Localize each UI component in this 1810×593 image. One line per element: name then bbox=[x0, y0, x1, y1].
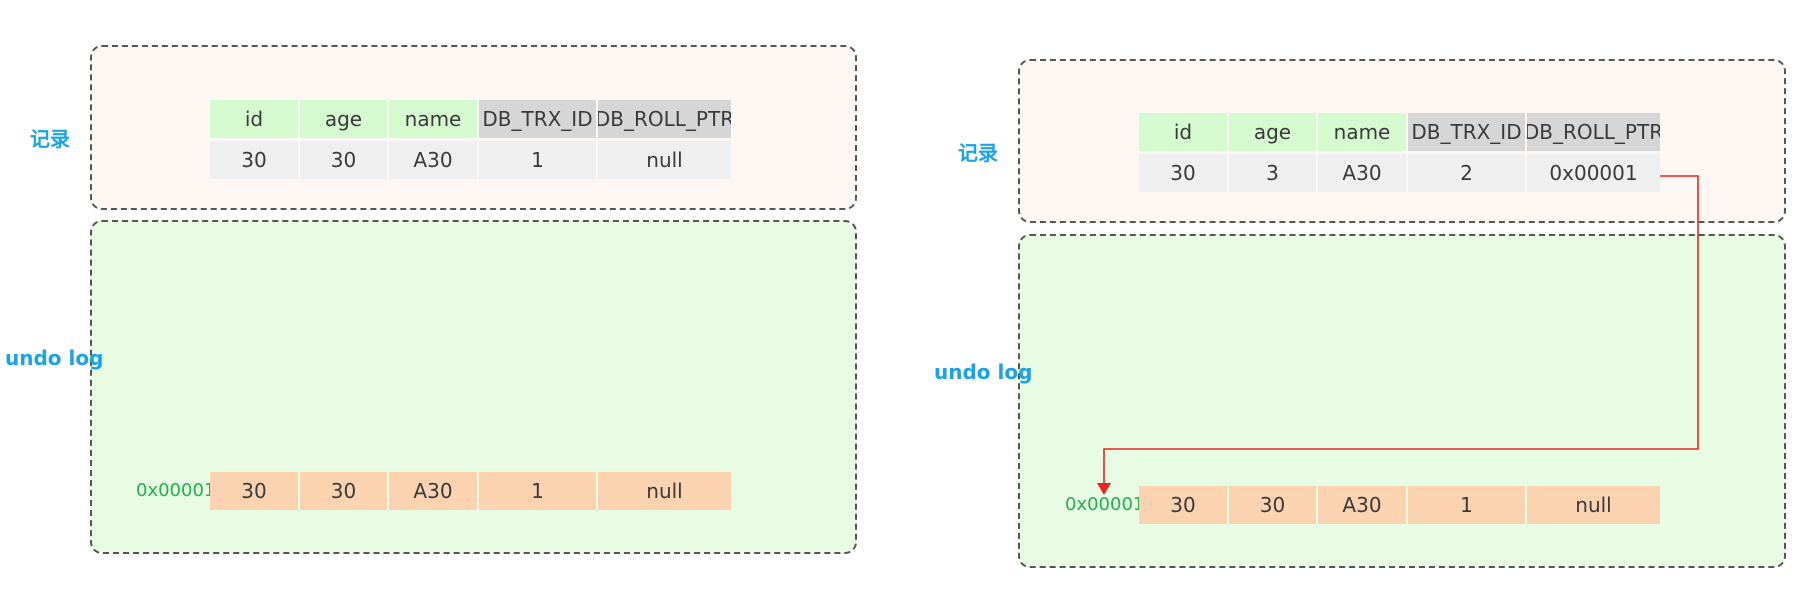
header-db-roll-ptr: DB_ROLL_PTR bbox=[598, 100, 731, 138]
undo-cell-db-trx-id: 1 bbox=[479, 472, 596, 510]
header-age: age bbox=[300, 100, 387, 138]
undo-cell-db-roll-ptr: null bbox=[598, 472, 731, 510]
cell-age: 3 bbox=[1229, 154, 1316, 192]
header-db-roll-ptr: DB_ROLL_PTR bbox=[1527, 113, 1660, 151]
cell-db-roll-ptr: 0x00001 bbox=[1527, 154, 1660, 192]
header-db-trx-id: DB_TRX_ID bbox=[479, 100, 596, 138]
panel-before-update: 记录 undo log id age name DB_TRX_ID DB_ROL… bbox=[0, 0, 900, 593]
undo-cell-id: 30 bbox=[1139, 486, 1227, 524]
undo-log-label: undo log bbox=[5, 346, 104, 370]
cell-age: 30 bbox=[300, 141, 387, 179]
undo-address: 0x00001 bbox=[136, 480, 216, 501]
header-id: id bbox=[1139, 113, 1227, 151]
undo-cell-age: 30 bbox=[300, 472, 387, 510]
header-name: name bbox=[389, 100, 477, 138]
header-age: age bbox=[1229, 113, 1316, 151]
undo-cell-name: A30 bbox=[389, 472, 477, 510]
undo-log-label: undo log bbox=[934, 360, 1033, 384]
undo-address: 0x00001 bbox=[1065, 494, 1145, 515]
undo-cell-name: A30 bbox=[1318, 486, 1406, 524]
undo-cell-id: 30 bbox=[210, 472, 298, 510]
cell-name: A30 bbox=[389, 141, 477, 179]
header-name: name bbox=[1318, 113, 1406, 151]
cell-id: 30 bbox=[1139, 154, 1227, 192]
header-id: id bbox=[210, 100, 298, 138]
roll-pointer-arrowhead bbox=[1097, 483, 1111, 495]
header-db-trx-id: DB_TRX_ID bbox=[1408, 113, 1525, 151]
roll-pointer-line bbox=[1103, 175, 1699, 484]
cell-db-trx-id: 1 bbox=[479, 141, 596, 179]
cell-name: A30 bbox=[1318, 154, 1406, 192]
undo-cell-db-roll-ptr: null bbox=[1527, 486, 1660, 524]
cell-id: 30 bbox=[210, 141, 298, 179]
undo-cell-age: 30 bbox=[1229, 486, 1316, 524]
record-label: 记录 bbox=[30, 127, 70, 151]
record-label: 记录 bbox=[958, 141, 998, 165]
undo-cell-db-trx-id: 1 bbox=[1408, 486, 1525, 524]
cell-db-trx-id: 2 bbox=[1408, 154, 1525, 192]
cell-db-roll-ptr: null bbox=[598, 141, 731, 179]
